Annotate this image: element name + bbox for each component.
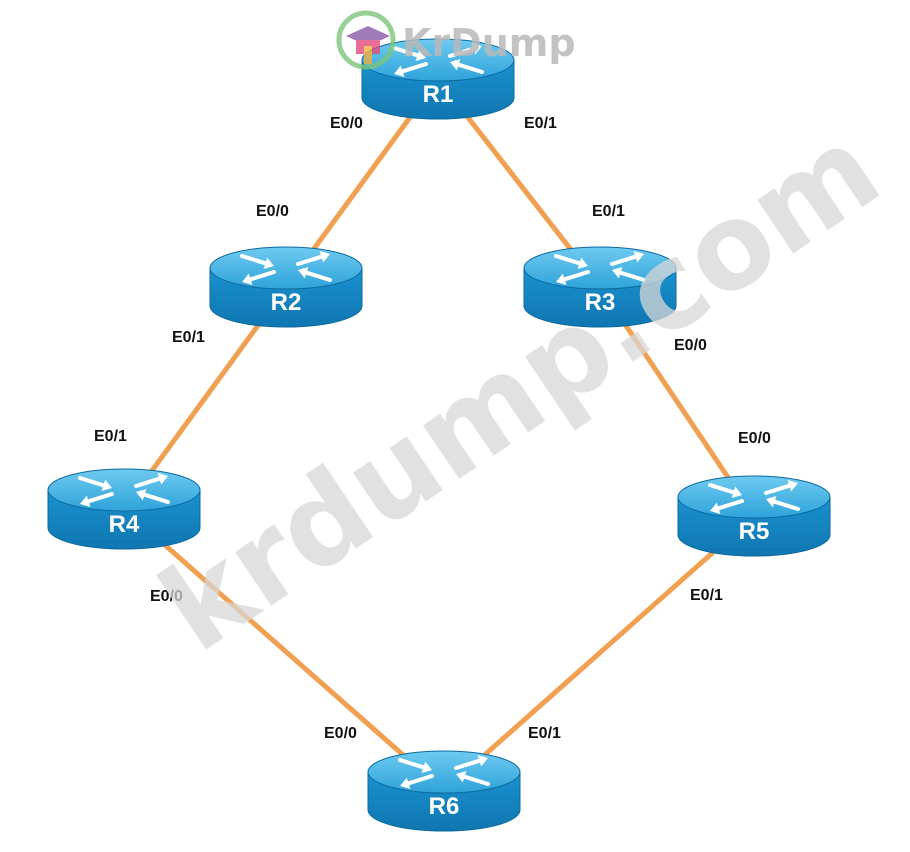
link-r5-r6	[441, 513, 757, 794]
interface-label-r4: E0/0	[150, 588, 183, 605]
router-arrows-icon	[554, 250, 646, 286]
router-label: R6	[429, 793, 460, 820]
logo-text: KrDump	[402, 21, 576, 65]
interface-label-r4: E0/1	[94, 428, 127, 445]
router-label: R3	[585, 289, 616, 316]
router-label: R1	[423, 81, 454, 108]
router-r5[interactable]: R5	[677, 475, 831, 557]
router-arrows-icon	[708, 479, 800, 515]
router-label: R4	[109, 511, 140, 538]
link-r4-r6	[121, 506, 447, 794]
router-label: R2	[271, 289, 302, 316]
interface-label-r3: E0/0	[674, 337, 707, 354]
graduation-cap-icon	[336, 10, 396, 70]
interface-label-r1: E0/0	[330, 115, 363, 132]
interface-label-r5: E0/0	[738, 430, 771, 447]
router-arrows-icon	[78, 472, 170, 508]
router-arrows-icon	[392, 42, 484, 78]
interface-label-r3: E0/1	[592, 203, 625, 220]
router-arrows-icon	[398, 754, 490, 790]
interface-label-r2: E0/0	[256, 203, 289, 220]
router-label: R5	[739, 518, 770, 545]
router-r6[interactable]: R6	[367, 750, 521, 832]
interface-label-r6: E0/1	[528, 725, 561, 742]
router-r2[interactable]: R2	[209, 246, 363, 328]
interface-label-r5: E0/1	[690, 587, 723, 604]
interface-label-r1: E0/1	[524, 115, 557, 132]
router-r4[interactable]: R4	[47, 468, 201, 550]
interface-label-r2: E0/1	[172, 329, 205, 346]
router-r1[interactable]: R1	[361, 38, 515, 120]
interface-labels-layer: E0/0E0/0E0/1E0/1E0/1E0/1E0/0E0/0E0/0E0/0…	[94, 115, 771, 742]
interface-label-r6: E0/0	[324, 725, 357, 742]
router-arrows-icon	[240, 250, 332, 286]
router-r3[interactable]: R3	[523, 246, 677, 328]
krdump-logo: KrDump	[336, 10, 576, 70]
